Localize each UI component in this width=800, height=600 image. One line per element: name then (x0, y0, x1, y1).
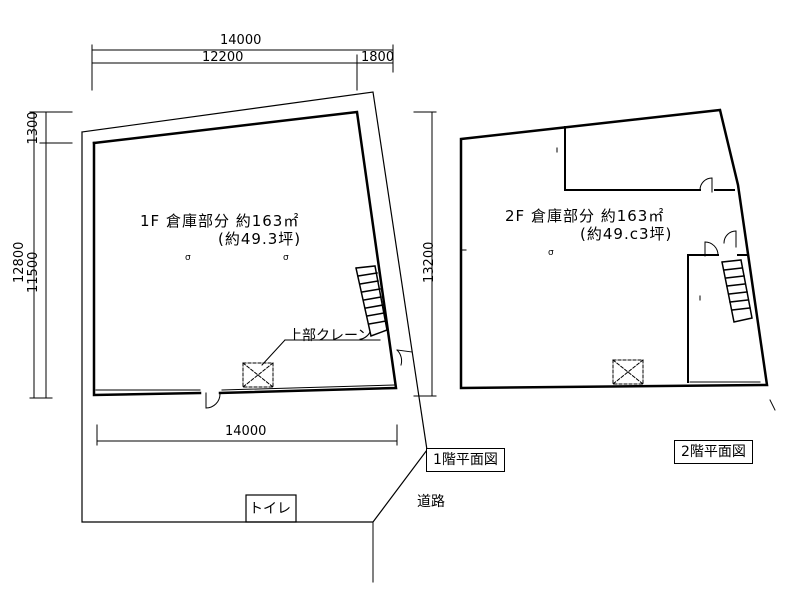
toilet-label: トイレ (249, 501, 291, 517)
floor2-area-tsubo: (約49.c3坪) (580, 225, 673, 243)
dim-left-main: 11500 (26, 251, 41, 293)
floor1-door (205, 392, 221, 409)
dim-bottom-width: 14000 (225, 424, 267, 439)
floor1-area-label: 1F 倉庫部分 約163㎡ (140, 212, 300, 230)
site-boundary (81, 91, 428, 523)
dim-top-left: 12200 (202, 50, 244, 65)
dim-top-total: 14000 (220, 33, 262, 48)
floor2-dimension-ticks (769, 399, 776, 411)
floor1-walls (92, 110, 398, 397)
left-dimension-lines (29, 111, 73, 399)
dim-right-height: 13200 (422, 241, 437, 283)
floor1-title: 1階平面図 (426, 448, 505, 472)
crane-label: 上部クレーン (288, 328, 372, 344)
floor1-side-door (396, 349, 413, 366)
dim-top-right: 1800 (361, 50, 395, 65)
dim-left-top: 1300 (26, 111, 41, 145)
floor1-mark-2: σ (283, 253, 289, 263)
floor2-area-label: 2F 倉庫部分 約163㎡ (505, 207, 665, 225)
top-dimension-lines (91, 44, 394, 91)
crane-leader-line (261, 339, 381, 366)
toilet-box (245, 494, 297, 523)
floor1-crane-symbol (242, 362, 274, 388)
floor2-doors (699, 177, 737, 257)
floor2-mark-1: σ (548, 248, 554, 258)
floor1-area-tsubo: (約49.3坪) (218, 230, 302, 248)
right-dimension-line (413, 111, 437, 397)
bottom-dimension-line (96, 424, 398, 446)
floor2-stairs (721, 259, 753, 323)
floor1-mark-1: σ (185, 253, 191, 263)
road-label: 道路 (417, 494, 445, 510)
wall-ticks (461, 147, 701, 301)
floor2-title: 2階平面図 (674, 440, 753, 464)
floor1-stairs (355, 265, 388, 338)
floor2-crane-symbol (612, 359, 644, 385)
floor2-walls (459, 108, 769, 390)
